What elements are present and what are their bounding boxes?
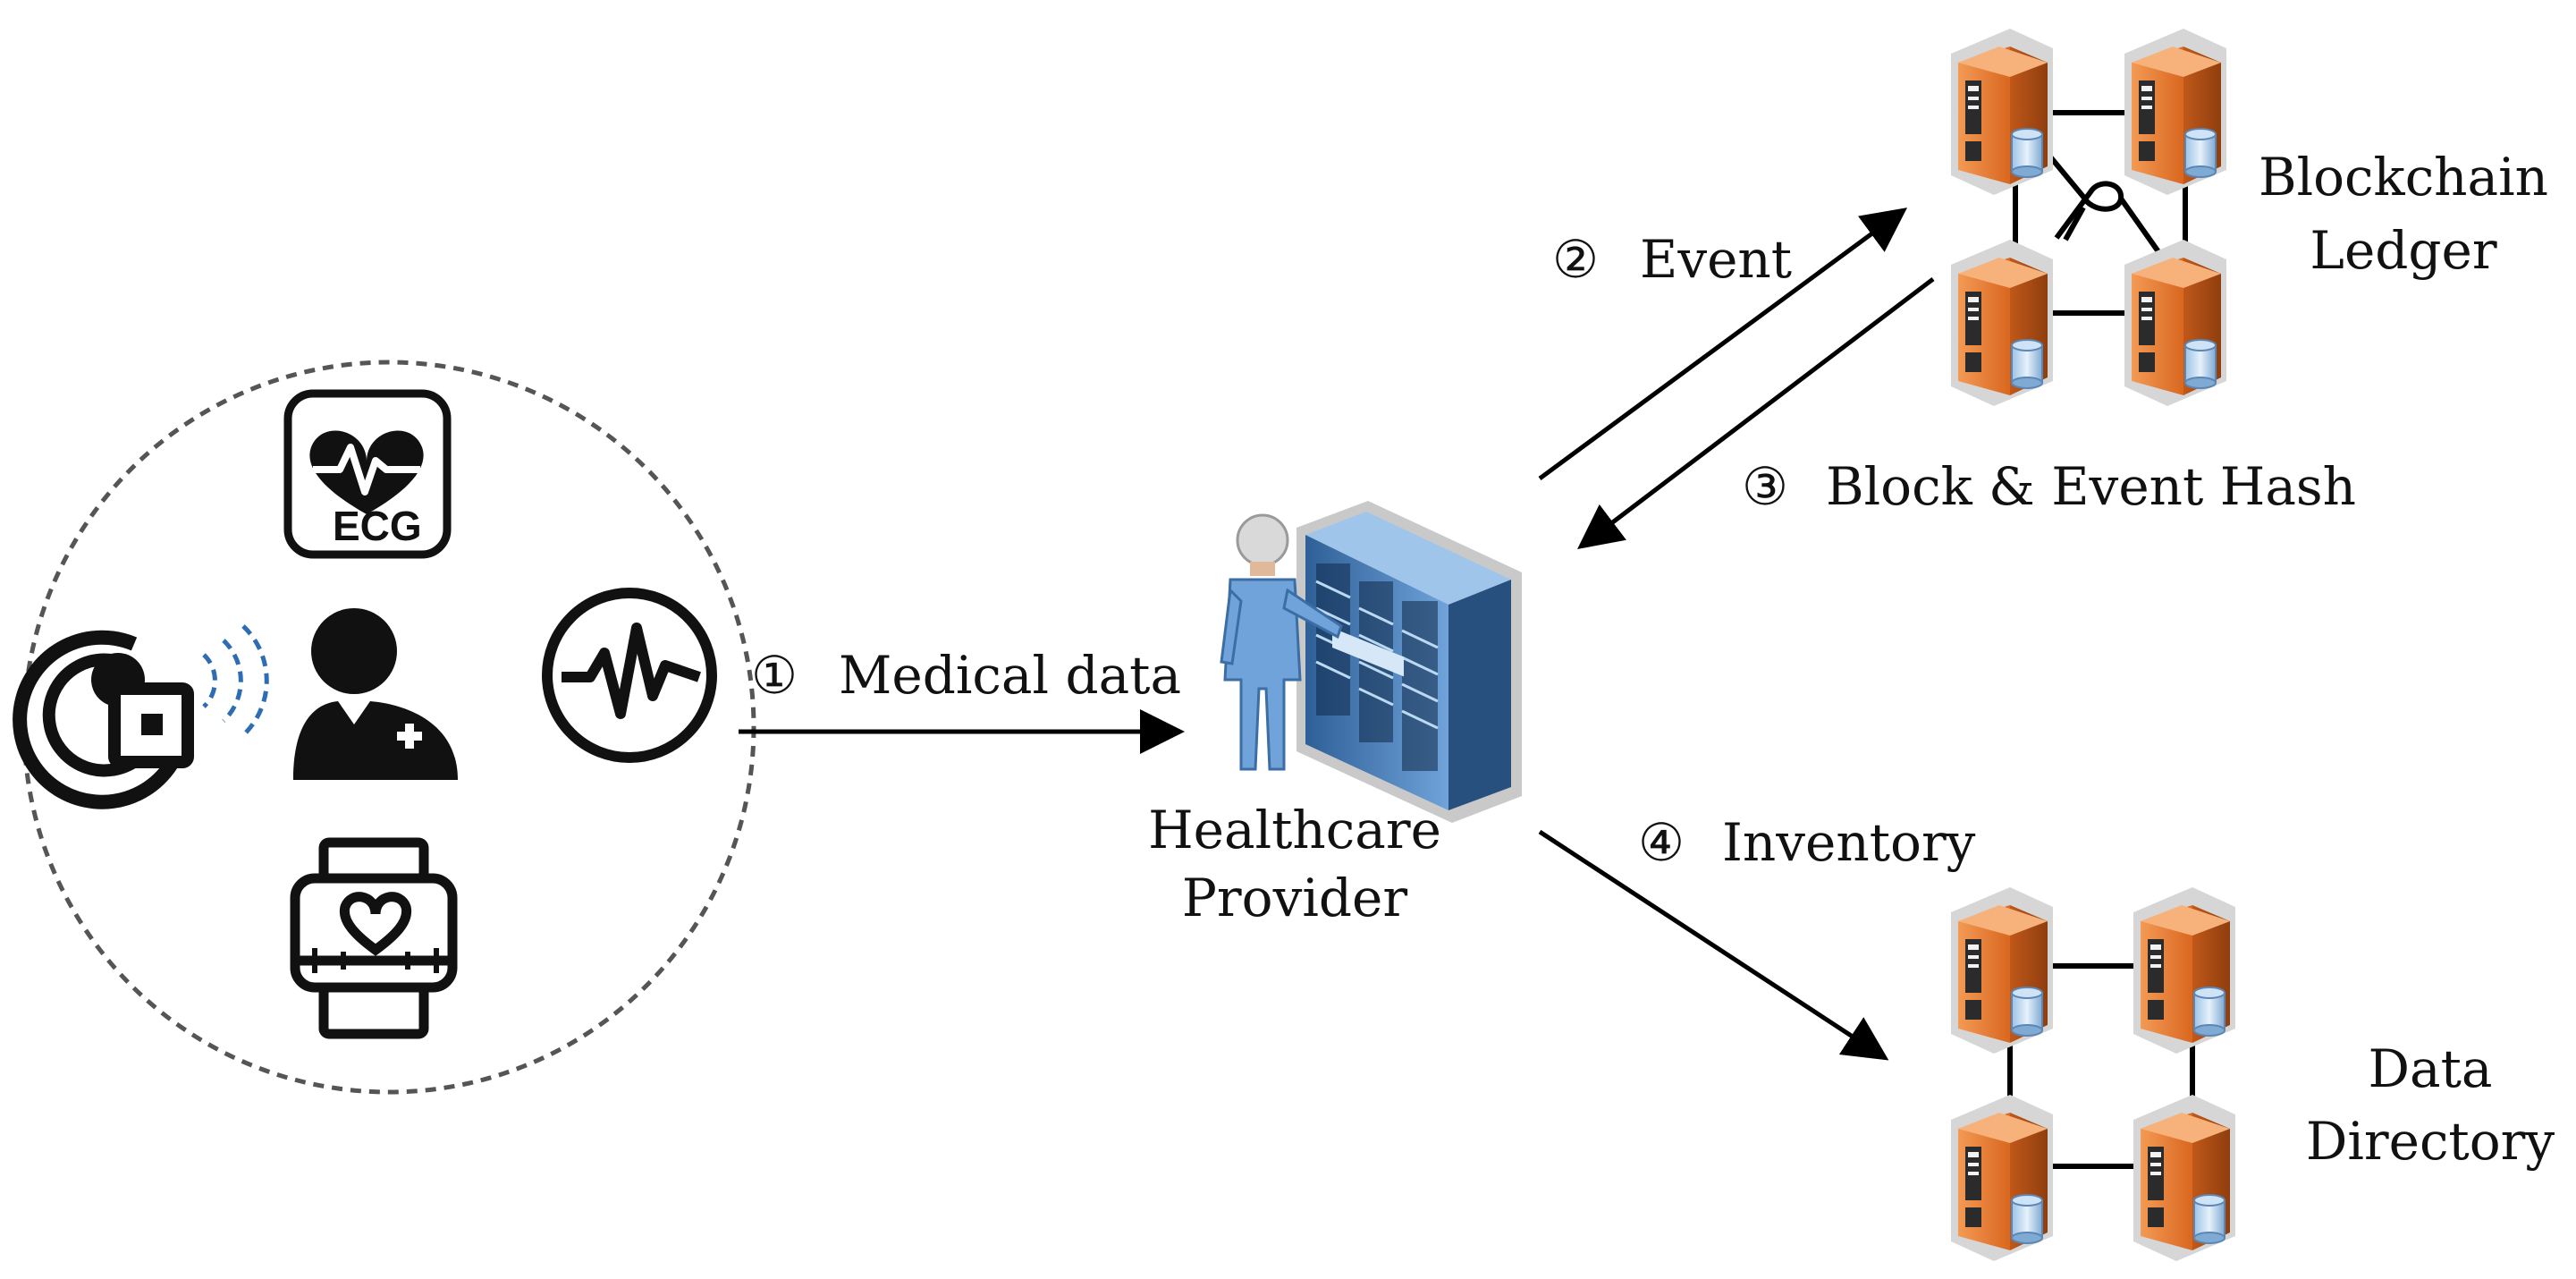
step-1-number: ① — [751, 645, 798, 706]
step-4-label: Inventory — [1722, 812, 1976, 873]
event-arrow — [1538, 208, 1908, 481]
directory-server-top-left — [1950, 886, 2054, 1055]
ecg-label: ECG — [333, 503, 422, 549]
wireless-signal-icon — [202, 624, 269, 737]
data-directory-cluster — [1950, 886, 2236, 1262]
ledger-server-bottom-right — [2124, 239, 2227, 407]
directory-label-line2: Directory — [2306, 1111, 2555, 1172]
blockchain-ledger-cluster — [1950, 28, 2227, 407]
ledger-server-top-left — [1950, 28, 2054, 196]
ledger-label-line1: Blockchain — [2259, 147, 2548, 208]
wearable-heart-band-icon — [290, 837, 458, 1039]
pulse-monitor-icon — [542, 588, 717, 763]
server-rack-icon — [1296, 501, 1522, 823]
step-1-label: Medical data — [839, 645, 1181, 706]
step-4-number: ④ — [1638, 812, 1685, 873]
operator-figure-icon — [1220, 513, 1343, 771]
patient-icon — [293, 608, 458, 780]
ledger-label-line2: Ledger — [2310, 220, 2496, 281]
device-cluster: ECG — [13, 360, 756, 1095]
healthcare-provider-icon — [1220, 501, 1522, 823]
step-3-label: Block & Event Hash — [1826, 456, 2356, 517]
inventory-arrow — [1538, 829, 1889, 1061]
provider-label-line1: Healthcare — [1148, 800, 1441, 860]
provider-label-line2: Provider — [1182, 868, 1407, 928]
rfid-tag-icon — [13, 630, 194, 809]
directory-server-bottom-left — [1950, 1094, 2054, 1262]
step-2-label: Event — [1640, 229, 1792, 290]
directory-label-line1: Data — [2369, 1038, 2493, 1099]
ecg-monitor-icon: ECG — [283, 389, 452, 559]
ledger-server-bottom-left — [1950, 239, 2054, 407]
step-3-number: ③ — [1742, 456, 1788, 517]
step-2-number: ② — [1552, 229, 1599, 290]
block-hash-arrow — [1577, 277, 1935, 550]
directory-server-bottom-right — [2133, 1094, 2236, 1262]
ledger-server-top-right — [2124, 28, 2227, 196]
directory-server-top-right — [2133, 886, 2236, 1055]
